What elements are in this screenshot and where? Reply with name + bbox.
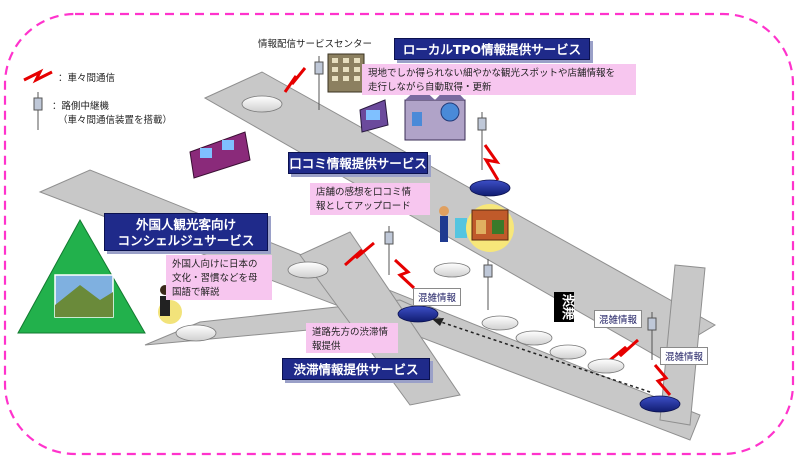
foreign-title-line1: 外国人観光客向け	[135, 217, 236, 232]
car-blue-2	[397, 305, 439, 323]
car-blue-1	[469, 179, 511, 197]
kuchikomi-desc: 店舗の感想を口コミ情 報としてアップロード	[310, 183, 430, 215]
jutai-label: 渋滞	[554, 292, 574, 322]
signal-shop	[483, 144, 501, 181]
foreign-concierge-title: 外国人観光客向け コンシェルジュサービス	[104, 213, 268, 251]
center-label: 情報配信サービスセンター	[258, 39, 373, 50]
signal-right-1	[609, 338, 639, 362]
foreign-desc: 外国人向けに日本の 文化・習慣などを母 国語で解説	[166, 255, 272, 300]
local-tpo-desc-line2: 走行しながら自動取得・更新	[368, 81, 492, 93]
legend-relay-sublabel: （車々間通信装置を搭載）	[58, 115, 173, 126]
relay-shop	[477, 112, 487, 170]
cars-white	[175, 95, 625, 374]
car-2	[287, 261, 329, 279]
kuchikomi-title: 口コミ情報提供サービス	[288, 152, 428, 174]
traffic-desc-line1: 道路先方の渋滞情	[312, 327, 389, 338]
car-1	[241, 95, 283, 113]
signal-right-2	[653, 364, 672, 396]
car-6	[515, 330, 553, 346]
car-8	[587, 358, 625, 374]
v2v-signals	[23, 67, 672, 396]
road-cross-right	[659, 264, 706, 426]
local-tpo-desc-line1: 現地でしか得られない細やかな観光スポットや店舗情報を	[368, 68, 616, 79]
signal-center	[283, 67, 307, 93]
car-blue-3	[639, 395, 681, 413]
shop-left	[189, 131, 251, 179]
car-7	[549, 344, 587, 360]
car-5	[481, 315, 519, 331]
signal-legend	[23, 68, 53, 84]
relay-mid	[384, 226, 394, 275]
foreign-desc-line3: 国語で解説	[172, 286, 220, 298]
local-tpo-desc: 現地でしか得られない細やかな観光スポットや店舗情報を 走行しながら自動取得・更新	[362, 64, 636, 95]
foreign-desc-line2: 文化・習慣などを母	[172, 272, 258, 284]
traffic-desc-line2: 報提供	[312, 340, 341, 352]
foreign-desc-line1: 外国人向けに日本の	[172, 259, 258, 270]
relay-lower	[483, 259, 493, 310]
relay-antennas	[33, 56, 657, 360]
relay-right	[647, 312, 657, 360]
congestion-tag-1: 混雑情報	[413, 288, 462, 306]
storefront-buildings	[189, 84, 466, 179]
shopper-figure	[439, 206, 467, 242]
service-center-building	[327, 53, 365, 93]
tourist-triangle	[17, 218, 146, 334]
legend-relay-label: ：路側中継機	[52, 101, 110, 112]
signal-mid	[393, 258, 416, 290]
local-tpo-title: ローカルTPO情報提供サービス	[394, 38, 590, 60]
relay-center	[314, 56, 324, 110]
congestion-arrow-head	[432, 318, 444, 326]
legend-v2v-label: ：車々間通信	[58, 73, 116, 84]
store-icon	[466, 204, 514, 252]
signal-kuchikomi	[344, 241, 375, 267]
kuchikomi-desc-line2: 報としてアップロード	[316, 200, 411, 212]
congestion-tag-3: 混雑情報	[660, 347, 709, 365]
traffic-desc: 道路先方の渋滞情 報提供	[306, 323, 398, 353]
congestion-arrow	[434, 319, 651, 393]
foreign-title-line2: コンシェルジュサービス	[117, 232, 255, 248]
dashed-border	[3, 12, 795, 456]
car-3	[433, 262, 471, 278]
traffic-title: 渋滞情報提供サービス	[282, 358, 430, 380]
kuchikomi-desc-line1: 店舗の感想を口コミ情	[316, 187, 412, 198]
cars-blue	[397, 179, 681, 413]
congestion-tag-2: 混雑情報	[594, 310, 643, 328]
relay-legend	[33, 92, 43, 130]
car-4	[175, 324, 217, 342]
road-upper	[203, 71, 716, 359]
